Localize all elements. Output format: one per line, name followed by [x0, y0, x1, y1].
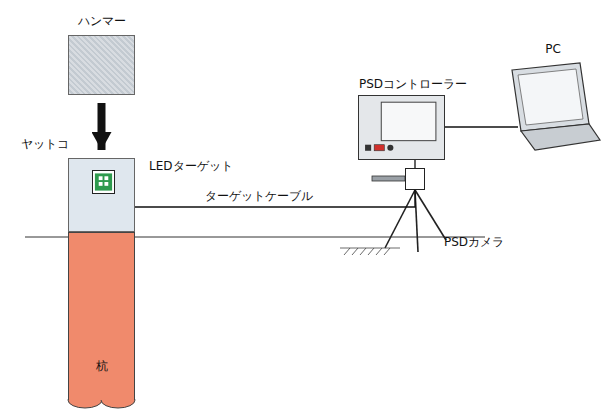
node-label: 杭 — [96, 359, 108, 373]
node-label: ハンマー — [78, 14, 126, 28]
node-label: PSDカメラ — [444, 235, 504, 249]
psd-camera: PSDカメラ — [405, 168, 425, 190]
node-label: ヤットコ — [21, 137, 69, 151]
node-label: PC — [545, 42, 561, 56]
yattoko-block: ヤットコLEDターゲット — [68, 158, 135, 232]
camera-bar — [372, 176, 405, 181]
node-label: LEDターゲット — [149, 159, 233, 173]
edge-label: ターゲットケーブル — [203, 189, 315, 203]
cable-line — [414, 160, 415, 168]
hammer-block: ハンマー — [68, 35, 135, 95]
cable-line — [445, 126, 518, 127]
ground-hatch — [340, 248, 400, 255]
pc: PC — [510, 60, 602, 152]
pile: 杭 — [68, 232, 135, 400]
led-grid — [93, 171, 114, 193]
laptop — [512, 63, 600, 150]
psd-controller: PSDコントローラー — [358, 95, 445, 160]
led-target: LEDターゲット — [92, 170, 115, 194]
impact-arrow — [98, 103, 106, 150]
node-label: PSDコントローラー — [359, 77, 467, 91]
controller-panel — [359, 96, 444, 159]
